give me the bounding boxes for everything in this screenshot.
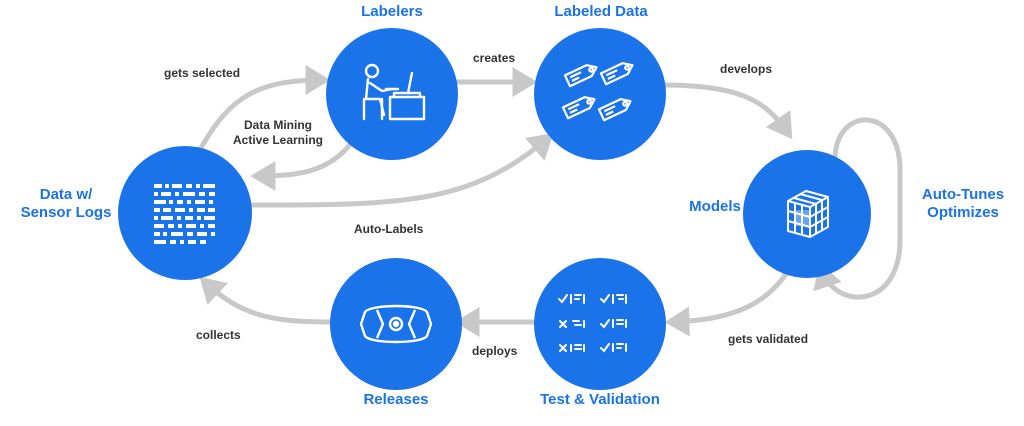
data-logs-title-line2: Sensor Logs <box>20 204 112 221</box>
data-logs-title: Data w/ Sensor Logs <box>12 186 120 222</box>
edge-collects <box>199 276 333 325</box>
labelers-node <box>326 28 458 160</box>
cube-grid-icon <box>787 190 829 238</box>
releases-title: Releases <box>363 391 429 408</box>
gets-validated-label: gets validated <box>728 332 809 346</box>
data-logs-title-line1: Data w/ <box>39 186 93 203</box>
data-logs-node <box>118 146 252 280</box>
models-node <box>743 150 871 278</box>
develops-label: develops <box>720 62 773 76</box>
car-icon <box>359 304 433 344</box>
auto-tunes-label: Auto-Tunes Optimizes <box>908 186 1018 222</box>
edge-develops <box>657 82 793 140</box>
models-title: Models <box>689 198 741 215</box>
edge-auto-labels <box>247 133 554 208</box>
test-validation-node <box>534 258 666 390</box>
labeled-data-title: Labeled Data <box>554 3 648 20</box>
releases-node <box>330 258 462 390</box>
labelers-title: Labelers <box>361 3 423 20</box>
collects-label: collects <box>196 328 241 342</box>
creates-label: creates <box>473 51 516 65</box>
data-mining-line1: Data Mining <box>244 118 312 132</box>
deploys-label: deploys <box>472 344 518 358</box>
checklist-icon <box>558 294 627 353</box>
gets-selected-label: gets selected <box>164 66 241 80</box>
data-mining-label: Data Mining Active Learning <box>222 118 334 148</box>
auto-labels-label: Auto-Labels <box>354 222 424 236</box>
edge-auto-tunes <box>813 117 903 300</box>
auto-tunes-line1: Auto-Tunes <box>921 186 1005 203</box>
auto-tunes-line2: Optimizes <box>927 204 999 221</box>
edge-gets-selected <box>197 65 331 153</box>
data-mining-line2: Active Learning <box>232 133 324 147</box>
test-validation-title: Test & Validation <box>540 391 660 408</box>
data-grid-icon <box>154 184 215 244</box>
tags-icon <box>561 62 634 122</box>
edge-gets-validated <box>664 265 793 337</box>
person-at-desk-icon <box>362 63 426 121</box>
labeled-data-node <box>534 28 666 160</box>
